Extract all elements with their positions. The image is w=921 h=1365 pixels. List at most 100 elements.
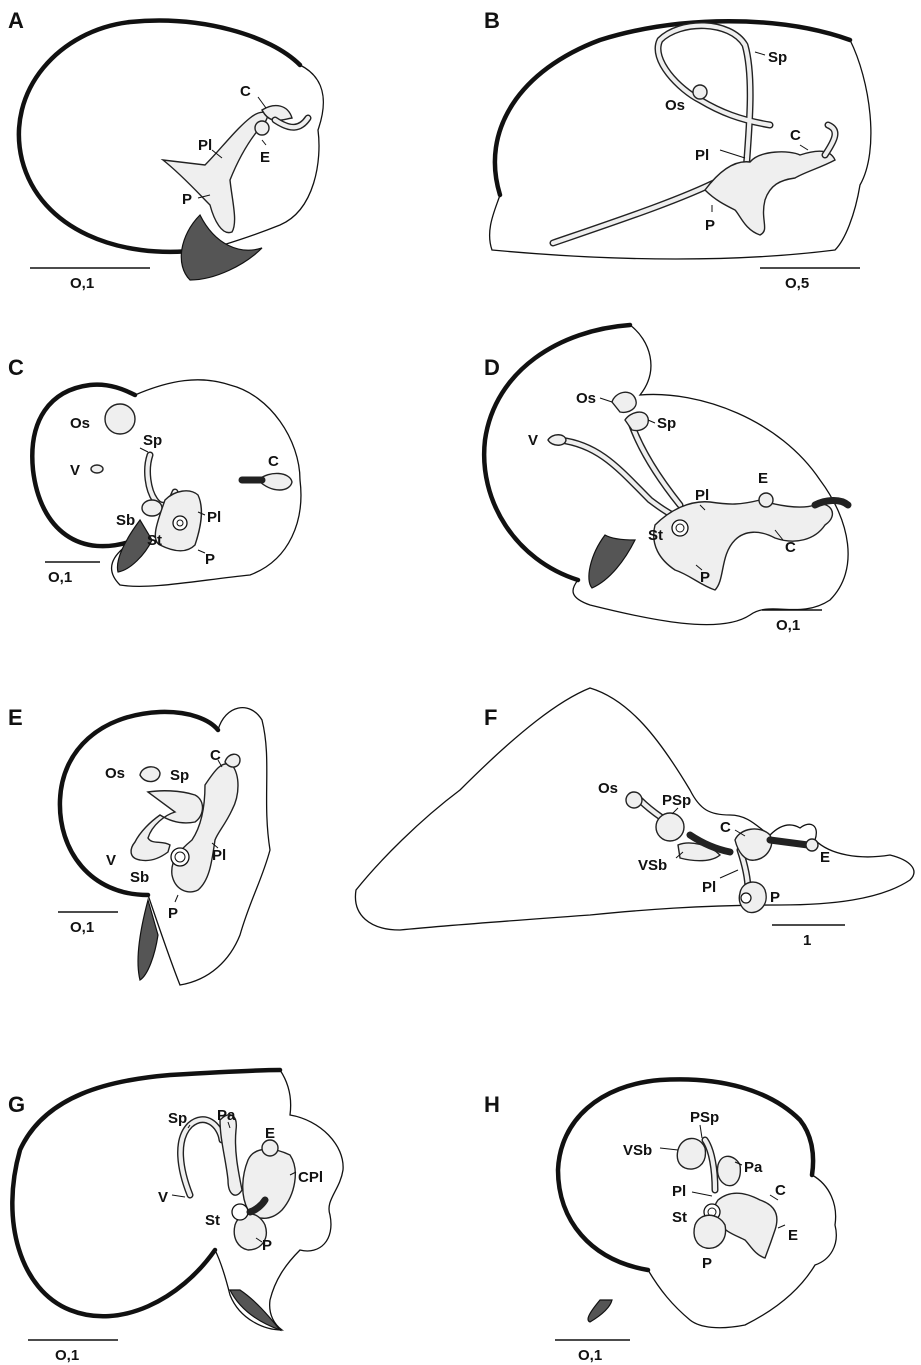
panel-g-reproductive-system <box>181 1115 296 1250</box>
panel-a-reproductive-system <box>163 106 308 233</box>
panel-g: G Sp Pa E CPl V St P O,1 <box>8 1070 343 1364</box>
panel-d-label-st: St <box>648 527 663 544</box>
panel-f-os-circle <box>626 792 642 808</box>
panel-f: F Os PSp C E VSb Pl P 1 <box>355 688 913 949</box>
panel-b-pallial-gland <box>705 151 835 235</box>
panel-c-label-v: V <box>70 462 80 479</box>
panel-d-sp-blob <box>625 412 648 430</box>
panel-b-scale-label: O,5 <box>785 275 809 292</box>
panel-d-v-blob <box>548 435 566 446</box>
panel-e-letter: E <box>8 705 23 730</box>
panel-b-label-c: C <box>790 127 801 144</box>
panel-g-st-circle <box>232 1204 248 1220</box>
panel-b-label-sp: Sp <box>768 49 787 66</box>
panel-h-label-p: P <box>702 1255 712 1272</box>
panel-a-label-c: C <box>240 83 251 100</box>
panel-e-label-sp: Sp <box>170 767 189 784</box>
panel-g-label-st: St <box>205 1212 220 1229</box>
panel-f-label-psp: PSp <box>662 792 691 809</box>
panel-b: B Sp Os Pl C P O,5 <box>484 8 871 292</box>
panel-e-label-os: Os <box>105 765 125 782</box>
panel-e-label-pl: Pl <box>212 847 226 864</box>
panel-c-label-st: St <box>147 532 162 549</box>
panel-g-label-pa: Pa <box>217 1107 236 1124</box>
panel-g-e-circle <box>262 1140 278 1156</box>
panel-g-scale-label: O,1 <box>55 1347 79 1364</box>
panel-h: H PSp VSb Pa Pl C St E P O,1 <box>484 1079 836 1364</box>
panel-h-label-st: St <box>672 1209 687 1226</box>
panel-h-label-psp: PSp <box>690 1109 719 1126</box>
panel-c-os-circle <box>105 404 135 434</box>
panel-b-label-pl: Pl <box>695 147 709 164</box>
panel-c-label-sb: Sb <box>116 512 135 529</box>
panel-e-label-sb: Sb <box>130 869 149 886</box>
panel-f-psp-blob <box>656 813 684 841</box>
panel-f-e-circle <box>806 839 818 851</box>
panel-c-scale-label: O,1 <box>48 569 72 586</box>
panel-h-label-pl: Pl <box>672 1183 686 1200</box>
panel-f-scale-label: 1 <box>803 932 811 949</box>
panel-h-label-e: E <box>788 1227 798 1244</box>
panel-f-letter: F <box>484 705 497 730</box>
panel-f-label-c: C <box>720 819 731 836</box>
panel-d-label-sp: Sp <box>657 415 676 432</box>
panel-e-c-tip <box>225 754 240 767</box>
panel-h-label-c: C <box>775 1182 786 1199</box>
panel-e-label-c: C <box>210 747 221 764</box>
panel-c-v-circle <box>91 465 103 473</box>
panel-c-st-circle <box>173 516 187 530</box>
panel-g-cpl-blob <box>243 1149 296 1218</box>
panel-h-letter: H <box>484 1092 500 1117</box>
panel-a: A C Pl E P O,1 <box>8 8 323 292</box>
panel-h-operculum <box>588 1300 612 1322</box>
panel-b-letter: B <box>484 8 500 33</box>
panel-f-body-outline <box>355 688 913 930</box>
panel-d: D Os Sp V E Pl St C P O,1 <box>484 325 848 634</box>
panel-g-label-p: P <box>262 1237 272 1254</box>
panel-h-scale-label: O,1 <box>578 1347 602 1364</box>
panel-e-label-v: V <box>106 852 116 869</box>
panel-d-e-circle <box>759 493 773 507</box>
panel-g-label-v: V <box>158 1189 168 1206</box>
panel-c-sb-circle <box>142 500 162 516</box>
panel-g-label-e: E <box>265 1125 275 1142</box>
panel-h-vsb-blob <box>677 1138 705 1169</box>
panel-f-reproductive-system <box>626 792 818 913</box>
panel-d-pallial-gland <box>654 500 833 590</box>
panel-d-label-pl: Pl <box>695 487 709 504</box>
panel-g-operculum <box>230 1290 280 1330</box>
panel-a-pallial-gland <box>163 112 267 232</box>
panel-f-label-os: Os <box>598 780 618 797</box>
panel-h-label-vsb: VSb <box>623 1142 652 1159</box>
panel-g-label-sp: Sp <box>168 1110 187 1127</box>
panel-d-st-circle <box>672 520 688 536</box>
panel-c-label-c: C <box>268 453 279 470</box>
panel-f-label-vsb: VSb <box>638 857 667 874</box>
panel-g-label-cpl: CPl <box>298 1169 323 1186</box>
panel-c: C Os Sp V C Sb Pl St P O,1 <box>8 355 301 586</box>
panel-c-label-p: P <box>205 551 215 568</box>
panel-e-os-blob <box>140 767 160 782</box>
panel-a-letter: A <box>8 8 24 33</box>
panel-h-reproductive-system <box>677 1138 777 1258</box>
panel-a-label-e: E <box>260 149 270 166</box>
panel-g-letter: G <box>8 1092 25 1117</box>
panel-b-label-p: P <box>705 217 715 234</box>
panel-f-label-p: P <box>770 889 780 906</box>
panel-e-st-circle <box>171 848 189 866</box>
panel-d-scale-label: O,1 <box>776 617 800 634</box>
panel-d-operculum <box>589 535 635 588</box>
panel-d-label-c: C <box>785 539 796 556</box>
panel-g-pa-structure <box>220 1115 242 1195</box>
panel-f-label-e: E <box>820 849 830 866</box>
panel-b-os-circle <box>693 85 707 99</box>
panel-f-label-pl: Pl <box>702 879 716 896</box>
panel-h-shell-outline <box>558 1079 813 1270</box>
panel-a-label-p: P <box>182 191 192 208</box>
panel-h-label-pa: Pa <box>744 1159 763 1176</box>
panel-c-letter: C <box>8 355 24 380</box>
panel-a-body-outline <box>19 21 300 252</box>
panel-h-pa-blob <box>717 1156 740 1185</box>
panel-c-label-sp: Sp <box>143 432 162 449</box>
